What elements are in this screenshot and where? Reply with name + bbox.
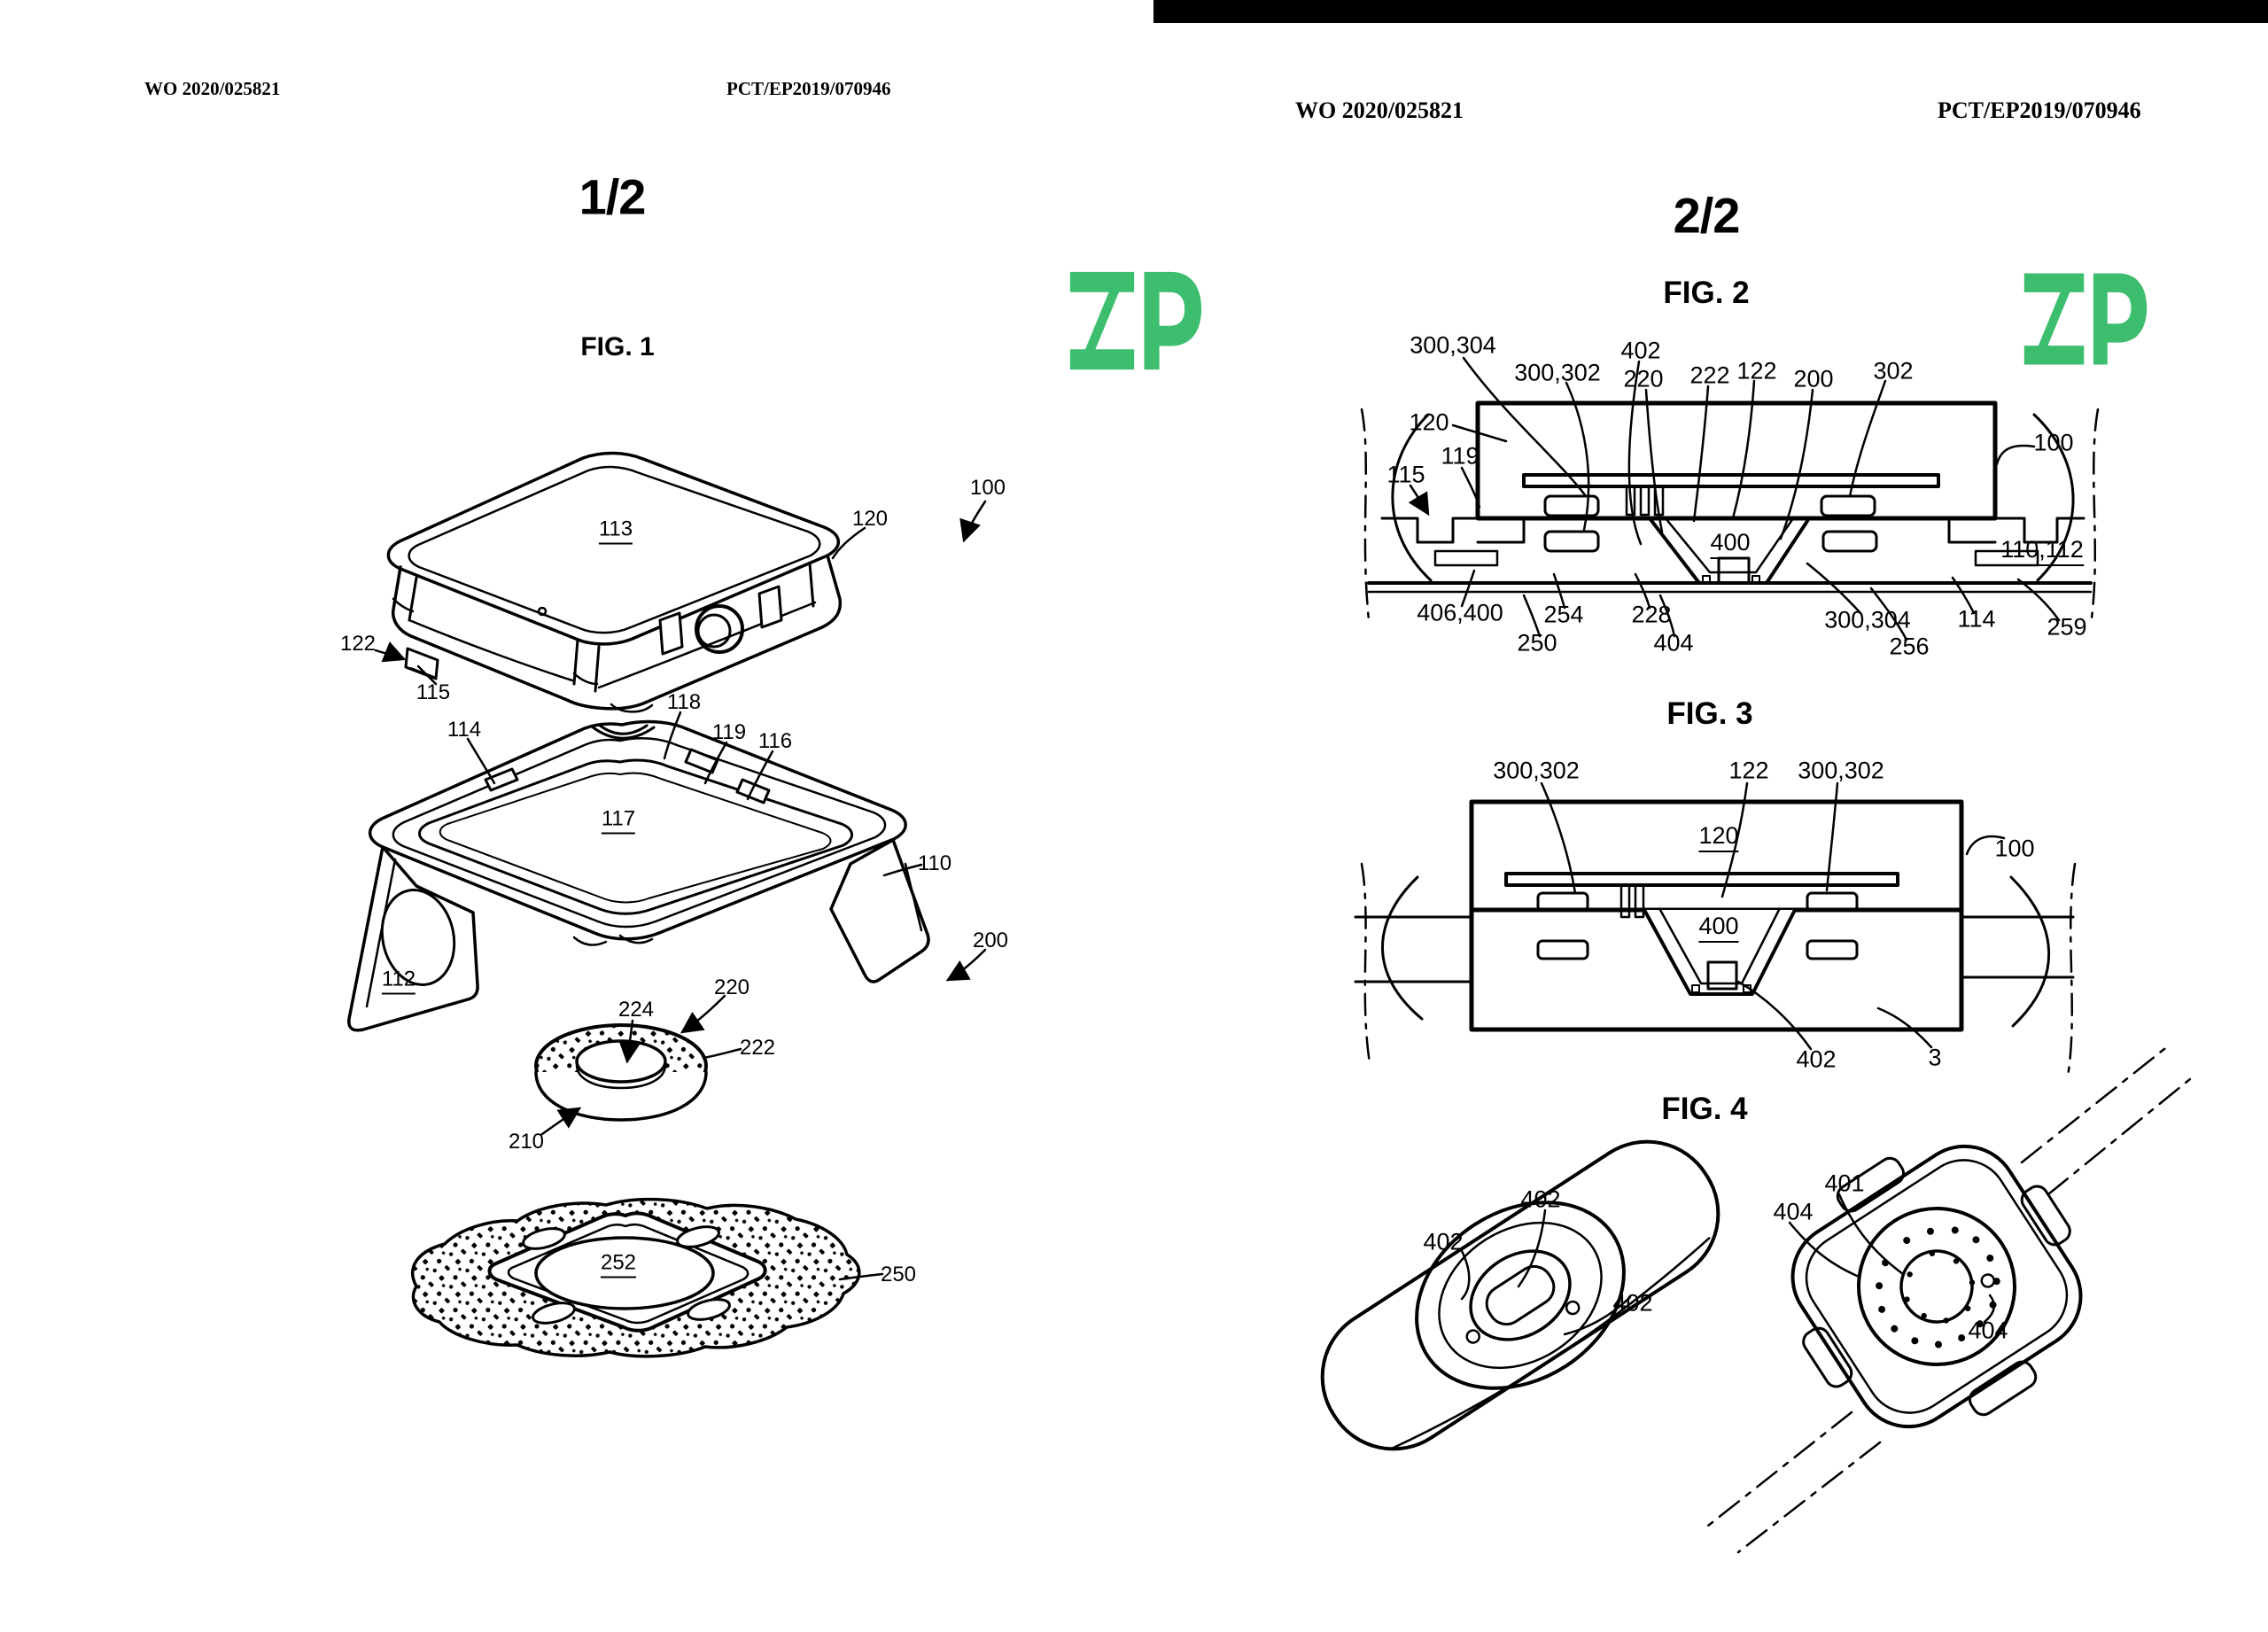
publication-number-right-page: WO 2020/025821 (1295, 97, 1464, 123)
sheet-number-left: 1/2 (579, 168, 647, 225)
fig2-ref-114: 114 (1957, 605, 1996, 633)
fig1-drawing (347, 451, 987, 1358)
fig4-ref-402: 402 (1612, 1289, 1653, 1317)
fig1-ref-113: 113 (598, 518, 633, 545)
sheet-number-right: 2/2 (1673, 187, 1741, 244)
fig3-leaders (1540, 781, 2006, 1051)
fig1-ref-250: 250 (880, 1263, 917, 1286)
fig2-ref-406-400: 406,400 (1417, 599, 1503, 626)
fig3-drawing (1354, 781, 2077, 1078)
fig1-ref-116: 116 (757, 729, 793, 753)
fig2-ref-300-304: 300,304 (1824, 606, 1911, 633)
fig2-ref-302: 302 (1873, 357, 1914, 385)
fig4-drawing (1320, 1044, 2192, 1554)
fig1-ref-100: 100 (969, 476, 1006, 500)
fig2-ref-404: 404 (1653, 629, 1694, 657)
fig1-ref-117: 117 (601, 808, 636, 835)
fig2-ref-402: 402 (1620, 337, 1661, 364)
fig4-strap-lines (1706, 1044, 2192, 1554)
fig2-ref-110-112: 110,112 (2000, 538, 2084, 566)
fig2-ref-200: 200 (1793, 365, 1834, 392)
fig1-ref-110: 110 (917, 851, 952, 875)
fig1-ref-114: 114 (447, 718, 482, 742)
fig2-ref-120: 120 (1409, 408, 1449, 436)
fig4-ref-402: 402 (1520, 1185, 1561, 1213)
fig4-title: FIG. 4 (1661, 1092, 1748, 1126)
fig3-ref-122: 122 (1728, 757, 1769, 784)
fig2-ref-100: 100 (2033, 429, 2074, 456)
zp-logo-right (2023, 273, 2148, 365)
fig1-ref-120: 120 (851, 507, 889, 531)
fig1-ref-252: 252 (600, 1252, 637, 1278)
fig2-ref-250: 250 (1517, 629, 1557, 657)
fig1-ref-220: 220 (713, 975, 750, 999)
fig3-ref-120: 120 (1698, 824, 1739, 852)
fig1-leaders (374, 500, 987, 1281)
fig3-ref-100: 100 (1994, 835, 2035, 862)
fig2-ref-259: 259 (2047, 613, 2087, 641)
fig1-ref-222: 222 (739, 1036, 776, 1060)
fig3-title: FIG. 3 (1666, 696, 1753, 731)
fig2-ref-220: 220 (1623, 365, 1664, 392)
fig4-watch (1790, 1144, 2083, 1429)
scan-artifact-bar (1153, 0, 2268, 23)
fig2-ref-300-302: 300,302 (1514, 359, 1601, 386)
fig1-ref-112: 112 (381, 968, 416, 995)
fig3-ref-300-302: 300,302 (1493, 757, 1580, 784)
fig2-title: FIG. 2 (1663, 276, 1750, 310)
fig1-ref-115: 115 (416, 680, 451, 704)
fig4-ref-401: 401 (1824, 1170, 1865, 1197)
fig3-ref-300-302: 300,302 (1798, 757, 1884, 784)
fig2-ref-119: 119 (1441, 442, 1480, 470)
fig4-ref-402: 402 (1423, 1228, 1464, 1255)
fig2-drawing (1360, 356, 2100, 641)
fig1-ref-224: 224 (617, 998, 655, 1022)
fig3-ref-3: 3 (1928, 1044, 1942, 1071)
fig1-ref-119: 119 (711, 720, 747, 744)
fig1-cradle (347, 719, 930, 1032)
application-number-right-page: PCT/EP2019/070946 (1938, 97, 2141, 123)
fig4-ref-404: 404 (1773, 1198, 1814, 1225)
fig2-ref-256: 256 (1889, 633, 1930, 660)
fig2-leaders (1408, 356, 2061, 641)
fig2-ref-222: 222 (1689, 361, 1730, 389)
fig4-band (1320, 1139, 1720, 1451)
fig4-leaders (1460, 1193, 1996, 1336)
fig3-ref-402: 402 (1796, 1045, 1837, 1073)
fig2-ref-228: 228 (1631, 601, 1672, 628)
fig1-ref-118: 118 (666, 690, 702, 714)
fig2-ref-254: 254 (1543, 601, 1584, 628)
fig1-ref-122: 122 (339, 632, 377, 656)
fig1-title: FIG. 1 (580, 332, 655, 361)
fig1-ref-200: 200 (972, 929, 1009, 952)
zp-logo-left (1069, 271, 1202, 370)
fig2-ref-122: 122 (1736, 357, 1777, 385)
fig1-ref-210: 210 (508, 1130, 545, 1154)
fig2-ref-300-304: 300,304 (1410, 331, 1496, 359)
fig3-ref-400: 400 (1698, 914, 1739, 943)
fig4-ref-404: 404 (1968, 1317, 2008, 1344)
fig2-ref-115: 115 (1386, 461, 1425, 488)
application-number-left-page: PCT/EP2019/070946 (726, 78, 891, 99)
publication-number-left-page: WO 2020/025821 (144, 78, 281, 99)
fig2-ref-400: 400 (1710, 531, 1751, 559)
fig1-device-body (386, 451, 843, 713)
